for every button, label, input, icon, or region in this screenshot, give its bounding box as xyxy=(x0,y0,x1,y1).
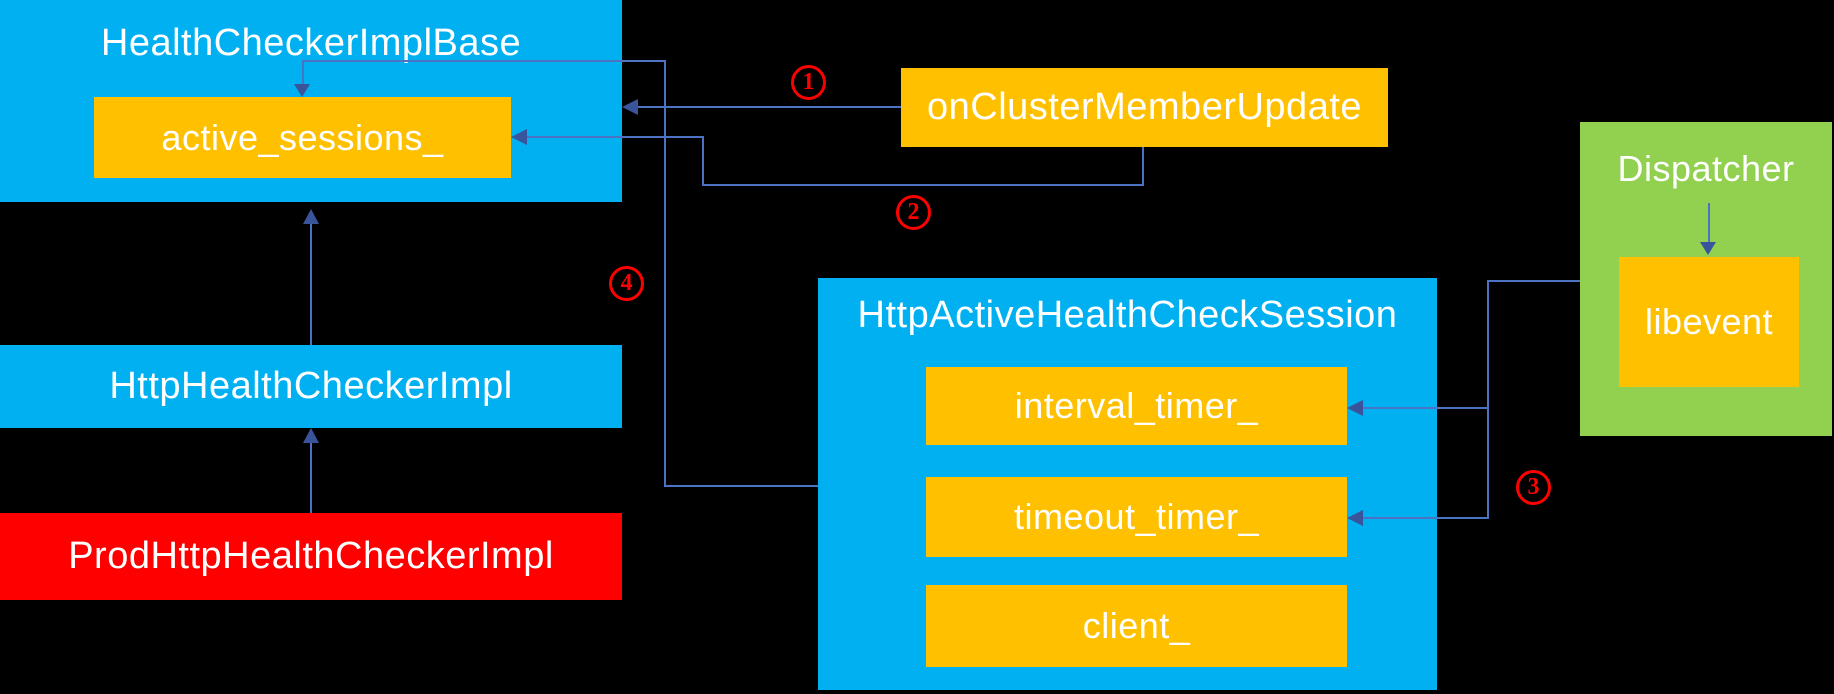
class-box-http-active-health-check-session: HttpActiveHealthCheckSession interval_ti… xyxy=(818,278,1437,690)
class-title-dispatcher: Dispatcher xyxy=(1617,148,1795,189)
inheritance-impl-to-base-line xyxy=(310,223,312,345)
connector-3-interval-segment xyxy=(1361,407,1489,409)
class-title-health-checker-impl-base: HealthCheckerImplBase xyxy=(100,22,522,64)
method-box-on-cluster-member-update: onClusterMemberUpdate xyxy=(901,68,1388,147)
member-label-libevent: libevent xyxy=(1644,301,1774,342)
connector-2-arrowhead xyxy=(511,129,527,145)
connector-dispatcher-to-libevent-line xyxy=(1708,203,1710,244)
connector-3-to-dispatcher-segment xyxy=(1488,280,1580,282)
step-badge-4: 4 xyxy=(609,266,644,301)
connector-2-bottom-segment xyxy=(702,184,1144,186)
member-label-client: client_ xyxy=(1082,605,1191,646)
connector-2-drop-segment xyxy=(1142,147,1144,186)
connector-4-top-segment xyxy=(302,60,666,62)
connector-base-to-active-sessions-arrowhead xyxy=(294,84,310,97)
class-title-prod-http-health-checker-impl: ProdHttpHealthCheckerImpl xyxy=(68,535,554,577)
connector-1-line xyxy=(636,106,901,108)
member-box-client: client_ xyxy=(926,585,1347,667)
member-label-active-sessions: active_sessions_ xyxy=(161,116,444,158)
class-title-http-health-checker-impl: HttpHealthCheckerImpl xyxy=(109,365,513,407)
connector-2-rise-segment xyxy=(702,137,704,186)
member-label-timeout-timer: timeout_timer_ xyxy=(1013,496,1260,537)
step-badge-2: 2 xyxy=(896,195,931,230)
class-box-dispatcher: Dispatcher libevent xyxy=(1580,122,1832,436)
connector-3-interval-arrowhead xyxy=(1347,400,1363,416)
class-box-http-health-checker-impl: HttpHealthCheckerImpl xyxy=(0,345,622,428)
connector-4-bottom-segment xyxy=(664,485,818,487)
connector-2-entry-segment xyxy=(526,136,704,138)
step-badge-1: 1 xyxy=(791,65,826,100)
inheritance-prod-to-impl-arrowhead xyxy=(303,428,319,443)
connector-4-vertical-segment xyxy=(664,60,666,487)
connector-dispatcher-to-libevent-arrowhead xyxy=(1700,242,1716,255)
connector-base-to-active-sessions-line xyxy=(302,60,304,86)
connector-3-timeout-segment xyxy=(1361,517,1489,519)
member-label-interval-timer: interval_timer_ xyxy=(1014,385,1259,426)
class-title-http-active-health-check-session: HttpActiveHealthCheckSession xyxy=(857,294,1398,336)
class-box-prod-http-health-checker-impl: ProdHttpHealthCheckerImpl xyxy=(0,513,622,600)
inheritance-prod-to-impl-line xyxy=(310,442,312,513)
member-box-active-sessions: active_sessions_ xyxy=(94,97,511,178)
step-badge-3: 3 xyxy=(1516,470,1551,505)
member-box-libevent: libevent xyxy=(1619,257,1799,387)
method-label-on-cluster-member-update: onClusterMemberUpdate xyxy=(926,86,1363,128)
inheritance-impl-to-base-arrowhead xyxy=(303,209,319,224)
connector-3-timeout-arrowhead xyxy=(1347,510,1363,526)
connector-3-vertical-segment xyxy=(1487,280,1489,519)
connector-1-arrowhead xyxy=(622,99,638,115)
member-box-interval-timer: interval_timer_ xyxy=(926,367,1347,445)
member-box-timeout-timer: timeout_timer_ xyxy=(926,477,1347,557)
